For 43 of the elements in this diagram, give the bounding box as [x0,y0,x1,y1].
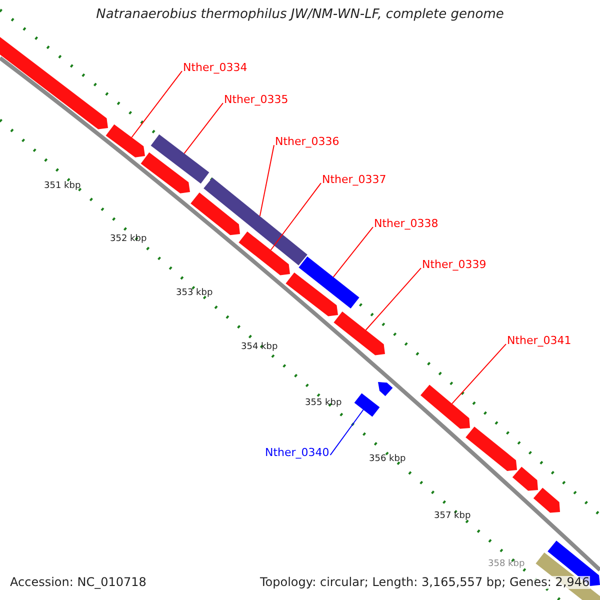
gene-block [106,124,145,158]
gene-block [190,192,240,236]
gene-label: Nther_0337 [322,174,386,186]
gene-label: Nther_0338 [374,218,438,230]
scale-label: 357 kbp [434,512,471,522]
gene-block [420,384,470,429]
gene-block [298,256,360,308]
gene-label: Nther_0340 [265,447,330,460]
scale-label: 358 kbp [488,560,525,570]
leader-line [365,268,422,330]
accession-text: Accession: NC_010718 [10,576,146,590]
title: Natranaerobius thermophilus JW/NM-WN-LF, complete genome [95,8,505,22]
gene-block [286,272,338,316]
scale-label: 351 kbp [44,182,81,192]
gene-label: Nther_0335 [224,94,288,106]
gene-block [0,36,108,130]
scale-label: 356 kbp [369,455,406,465]
scale-label: 353 kbp [176,289,213,299]
gene-label: Nther_0339 [422,259,486,272]
scale-label: 354 kbp [241,343,278,353]
gene-block [512,466,538,491]
gene-block [533,488,560,513]
gene-block [204,178,308,266]
gene-label: Nther_0334 [183,62,248,74]
gene-label: Nther_0341 [507,335,572,348]
leader-line [131,70,182,138]
leader-line [184,102,224,154]
gene-block [140,152,190,194]
gene-block [334,312,385,356]
gene-block [354,393,380,417]
gene-label: Nther_0336 [275,136,340,148]
scale-label: 355 kbp [305,399,342,409]
gene-block [238,232,290,276]
gene-block [378,382,393,396]
leader-line [270,182,322,250]
leader-line [330,409,364,456]
gene-block [150,134,210,184]
leader-line [259,144,274,217]
leader-line [332,226,374,278]
leader-line [452,344,506,404]
gene-block [466,426,517,471]
genome-info-text: Topology: circular; Length: 3,165,557 bp; Genes: 2,946 [260,576,590,590]
scale-label: 352 kbp [110,235,147,245]
